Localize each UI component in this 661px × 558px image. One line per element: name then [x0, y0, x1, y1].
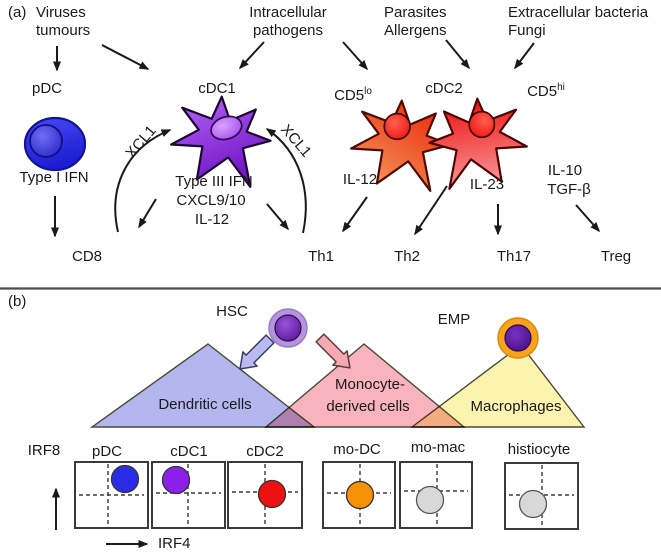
monocyte-derived-label-line1: Monocyte- — [334, 376, 406, 393]
panel-a-tag: (a) — [8, 4, 27, 21]
cdc2-cd5lo-cell-nucleus — [383, 112, 411, 141]
stimulus-viruses-line1: Viruses — [36, 4, 86, 21]
emp-cell-core — [504, 324, 532, 352]
pdc-cell-nucleus — [29, 124, 63, 158]
cd5hi-sup: hi — [557, 82, 565, 93]
stimulus-viruses-line2: tumours — [36, 22, 91, 39]
cd5hi-label: CD5hi — [527, 82, 565, 101]
hsc-cell — [268, 308, 308, 348]
stimulus-intracellular-line2: pathogens — [252, 22, 324, 39]
stimulus-parasites-line1: Parasites — [384, 4, 447, 21]
pdc-cell — [23, 116, 87, 172]
arrow-cdc1-to-th1 — [266, 203, 289, 231]
triangle-monocyte-derived — [264, 343, 466, 428]
block-arrow-hsc-to-monocyte — [315, 333, 351, 369]
arrow-extracellular-to-cd5hi — [514, 42, 535, 70]
stimulus-parasites-line2: Allergens — [384, 22, 447, 39]
plot-mo-mac-label: mo-mac — [410, 439, 466, 456]
cd5hi-base: CD5 — [527, 83, 558, 100]
tgfb-label: TGF-β — [547, 181, 591, 198]
cdc2-cd5lo-cell — [350, 99, 452, 192]
triangle-dendritic-cells — [89, 343, 317, 428]
arrow-parasites-to-cdc2 — [445, 39, 470, 70]
cdc1-cell — [170, 95, 272, 188]
plot-histiocyte — [504, 462, 579, 530]
stimulus-intracellular-line1: Intracellular — [249, 4, 327, 21]
triangle-macrophages — [409, 344, 586, 428]
cdc2-cd5hi-cell-nucleus — [468, 110, 496, 139]
il10-label: IL-10 — [547, 162, 583, 179]
cd8-label: CD8 — [71, 248, 103, 265]
emp-label: EMP — [437, 311, 471, 328]
stimulus-extracellular-line1: Extracellular bacteria — [508, 4, 649, 21]
plot-mo-dc-dot — [345, 480, 375, 510]
dendritic-cells-label: Dendritic cells — [158, 396, 252, 413]
plot-cdc1 — [151, 461, 226, 529]
il23-label: IL-23 — [469, 176, 505, 193]
plot-pdc-label: pDC — [91, 443, 123, 460]
plot-cdc2-dot — [257, 479, 287, 509]
arrow-xcl1-right-curved — [265, 128, 307, 234]
hsc-label: HSC — [216, 303, 248, 320]
arrow-intracellular-to-cdc1 — [238, 41, 265, 70]
il12-cdc1-label: IL-12 — [194, 211, 230, 228]
arrow-cdc2-to-th2 — [414, 185, 448, 236]
arrow-il10-to-treg — [575, 204, 600, 233]
plot-histiocyte-dot — [518, 489, 548, 519]
panel-a-arrows — [51, 39, 600, 238]
plot-cdc1-dot — [161, 465, 191, 495]
hsc-cell-core — [274, 314, 302, 342]
type1ifn-label: Type I IFN — [19, 169, 89, 186]
th17-label: Th17 — [496, 248, 532, 265]
arrow-xcl1-left-curved — [114, 129, 172, 233]
plot-mo-mac-box — [399, 461, 473, 529]
cdc2-label: cDC2 — [425, 80, 463, 97]
irf8-axis-label: IRF8 — [27, 442, 61, 459]
plot-pdc — [74, 461, 149, 529]
cdc1-cell-nucleus — [210, 115, 243, 141]
irf4-axis-label: IRF4 — [158, 535, 191, 552]
plot-mo-mac — [399, 461, 473, 529]
plot-mo-dc — [322, 461, 396, 529]
plot-histiocyte-label: histiocyte — [507, 441, 571, 458]
block-arrow-hsc-to-dendritic — [239, 334, 275, 370]
arrow-il12-to-th1 — [342, 196, 368, 233]
quadrant-plots — [74, 461, 579, 530]
cxcl910-label: CXCL9/10 — [176, 192, 246, 209]
plot-cdc2 — [227, 461, 303, 529]
pdc-label: pDC — [31, 80, 63, 97]
arrow-intracellular-to-cd5lo — [342, 41, 368, 71]
lineage-triangles — [89, 343, 586, 428]
plot-mo-mac-dot — [415, 485, 445, 515]
macrophages-label: Macrophages — [470, 398, 562, 415]
plot-cdc1-label: cDC1 — [170, 443, 208, 460]
type3ifn-label: Type III IFN — [175, 173, 253, 190]
arrow-cdc1-to-cd8 — [138, 198, 157, 229]
treg-label: Treg — [600, 248, 632, 265]
cd5lo-label: CD5lo — [334, 86, 372, 105]
th1-label: Th1 — [308, 248, 334, 265]
cdc1-label: cDC1 — [198, 80, 236, 97]
il12-cdc2-label: IL-12 — [342, 171, 378, 188]
monocyte-derived-label-line2: derived cells — [326, 398, 410, 415]
plot-mo-dc-label: mo-DC — [333, 441, 381, 458]
plot-cdc2-label: cDC2 — [246, 443, 284, 460]
cd5lo-base: CD5 — [334, 87, 365, 104]
emp-cell — [497, 317, 539, 359]
cd5lo-sup: lo — [364, 86, 372, 97]
plot-pdc-dot — [110, 464, 140, 494]
arrow-viruses-to-cdc1 — [101, 44, 150, 70]
panel-b-tag: (b) — [8, 293, 27, 310]
cdc2-cd5hi-cell — [428, 97, 528, 190]
th2-label: Th2 — [394, 248, 420, 265]
stimulus-extracellular-line2: Fungi — [508, 22, 546, 39]
